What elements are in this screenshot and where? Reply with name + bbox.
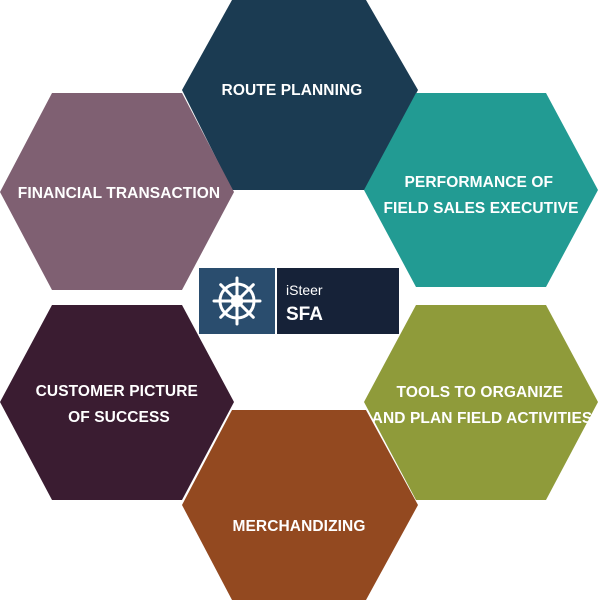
hexagon-tools: TOOLS TO ORGANIZE AND PLAN FIELD ACTIVIT… [364,305,598,500]
hexagon-label-line: FIELD SALES EXECUTIVE [383,200,578,217]
hexagon-label-line: OF SUCCESS [68,409,170,426]
hexagon-merchandizing: MERCHANDIZING [182,410,418,600]
hexagon-label: ROUTE PLANNING [222,82,363,99]
isteer-sfa-logo: iSteer SFA [199,268,399,334]
hexagon-financial-transaction: FINANCIAL TRANSACTION [0,93,234,290]
hexagon-shape [0,93,234,290]
hexagon-label-line: ROUTE PLANNING [222,82,363,99]
logo-text-background [277,268,399,334]
hexagon-performance: PERFORMANCE OF FIELD SALES EXECUTIVE [364,93,598,287]
hexagon-label: CUSTOMER PICTURE OF SUCCESS [36,383,203,426]
logo-subtitle: SFA [286,304,323,325]
ship-wheel-icon [212,276,262,326]
hexagon-label-line: MERCHANDIZING [232,518,365,535]
hexagon-label: PERFORMANCE OF FIELD SALES EXECUTIVE [383,174,578,217]
hexagon-label-line: AND PLAN FIELD ACTIVITIES [372,410,593,427]
hexagon-shape [182,0,418,190]
hexagon-label-line: CUSTOMER PICTURE [36,383,198,400]
hexagon-shape [364,93,598,287]
hexagon-label-line: TOOLS TO ORGANIZE [397,384,563,401]
hexagon-customer-picture: CUSTOMER PICTURE OF SUCCESS [0,305,234,500]
hexagon-label: FINANCIAL TRANSACTION [18,185,220,202]
hexagon-label-line: FINANCIAL TRANSACTION [18,185,220,202]
hexagon-label: TOOLS TO ORGANIZE AND PLAN FIELD ACTIVIT… [372,384,593,427]
hexagon-shape [364,305,598,500]
hexagon-shape [182,410,418,600]
hexagon-label-line: PERFORMANCE OF [404,174,553,191]
hexagon-route-planning: ROUTE PLANNING [182,0,418,190]
hexagon-shape [0,305,234,500]
hexagon-label: MERCHANDIZING [232,518,365,535]
logo-title: iSteer [286,282,323,298]
